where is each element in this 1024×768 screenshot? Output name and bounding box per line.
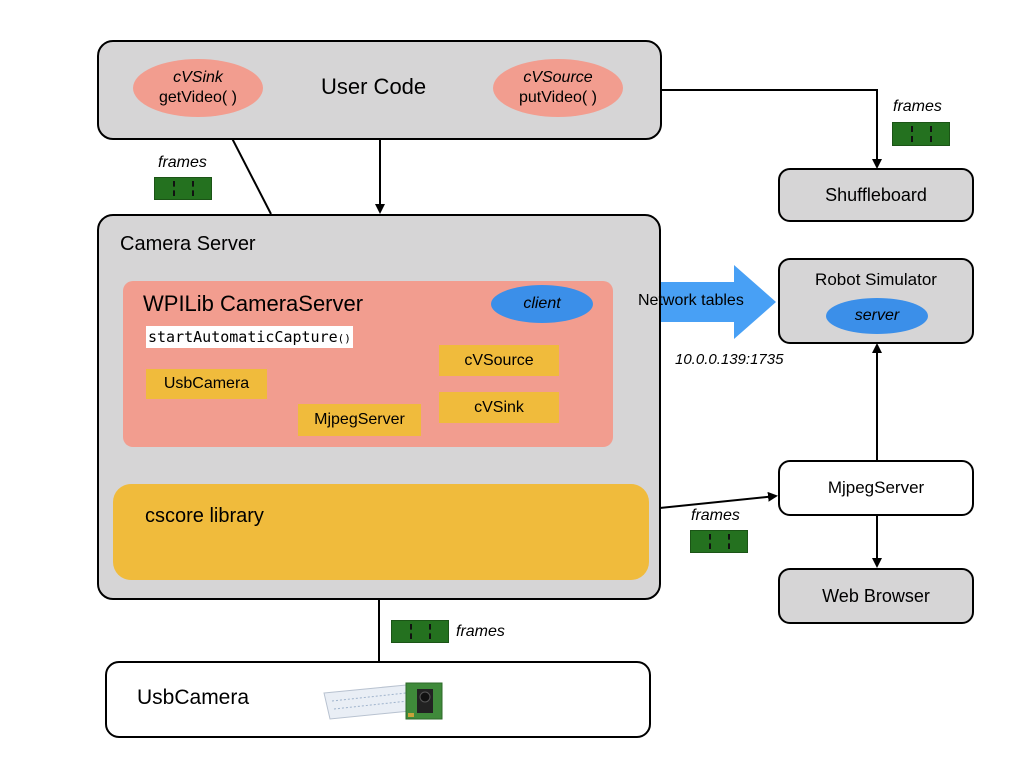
chip-cvsource: cVSource (439, 345, 559, 376)
capture-call-box: startAutomaticCapture() (146, 326, 353, 348)
frames-label: frames (893, 98, 942, 115)
frames-label: frames (456, 623, 505, 640)
frames-icon (690, 530, 748, 553)
network-tables-label: Network tables (638, 292, 744, 309)
robot-simulator-title: Robot Simulator (815, 270, 937, 289)
chip-usbcamera-label: UsbCamera (163, 375, 250, 392)
chip-mjpegserver-label: MjpegServer (314, 411, 405, 428)
cscore-library-box (113, 484, 649, 580)
chip-mjpegserver: MjpegServer (298, 404, 421, 436)
capture-call-parens: () (337, 332, 351, 345)
chip-cvsink: cVSink (439, 392, 559, 423)
cvsource-title: cVSource (523, 69, 593, 86)
cvsource-method: putVideo( ) (519, 89, 597, 106)
cscore-library-label: cscore library (145, 505, 264, 527)
wpilib-title: WPILib CameraServer (143, 291, 364, 316)
usercode-to-shuffleboard-arrow (662, 89, 882, 169)
network-address: 10.0.0.139:1735 (675, 351, 784, 368)
chip-cvsource-label: cVSource (464, 351, 534, 369)
chip-usbcamera: UsbCamera (146, 369, 267, 399)
camera-server-title: Camera Server (120, 233, 256, 255)
client-ellipse: client (491, 285, 593, 323)
frames-label: frames (691, 507, 740, 524)
shuffleboard-box: Shuffleboard (778, 168, 974, 222)
capture-call-text: startAutomaticCapture (148, 328, 338, 346)
mjpeg-server-box: MjpegServer (778, 460, 974, 516)
frames-icon (892, 122, 950, 146)
cscore-to-mjpeg-arrow (649, 491, 778, 510)
frames-icon (154, 177, 212, 200)
chip-cvsink-label: cVSink (474, 398, 524, 416)
frames-icon (391, 620, 449, 643)
cvsource-ellipse: cVSource putVideo( ) (493, 59, 623, 117)
mjpeg-server-label: MjpegServer (827, 478, 925, 497)
shuffleboard-label: Shuffleboard (825, 184, 927, 205)
cvsink-title: cVSink (173, 69, 223, 86)
server-label: server (854, 307, 900, 324)
usb-camera-label: UsbCamera (137, 686, 250, 709)
cvsink-ellipse: cVSink getVideo( ) (133, 59, 263, 117)
cvsink-method: getVideo( ) (159, 89, 237, 106)
frames-label: frames (158, 154, 207, 171)
web-browser-label: Web Browser (822, 585, 930, 606)
server-ellipse: server (826, 298, 928, 334)
web-browser-box: Web Browser (778, 568, 974, 624)
user-code-label: User Code (321, 74, 427, 99)
client-label: client (523, 295, 561, 312)
camera-module-image (323, 682, 443, 720)
